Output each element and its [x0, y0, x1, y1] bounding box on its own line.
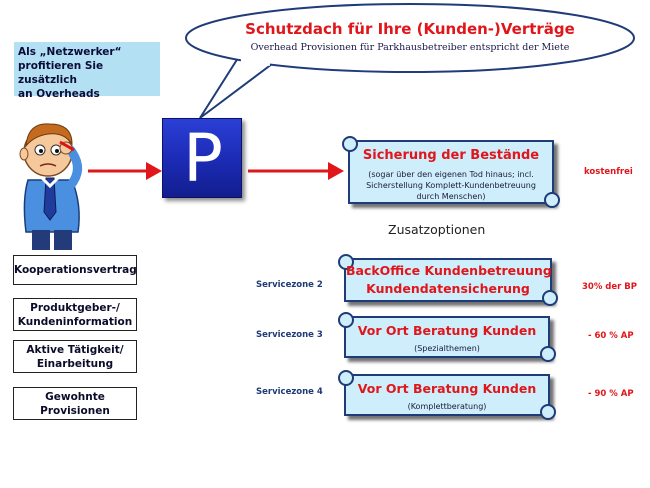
networker-callout: Als „Netzwerker“ profitieren Sie zusätzl… [14, 42, 160, 100]
businessman-illustration [19, 123, 82, 250]
box-aktive-taetigkeit: Aktive Tätigkeit/ Einarbeitung [13, 340, 137, 373]
price-option-1: 30% der BP [582, 282, 638, 292]
scroll-title: Sicherung der Bestände [362, 148, 540, 163]
box-4-line-1: Gewohnte [45, 391, 105, 403]
scroll-line-3: durch Menschen) [416, 192, 486, 201]
box-3-line-1: Aktive Tätigkeit/ [26, 344, 124, 356]
option-1-title-line-2: Kundendatensicherung [366, 281, 530, 296]
callout-line-3: an Overheads [18, 88, 100, 100]
scroll-line-2: Sicherstellung Komplett-Kundenbetreuung [366, 181, 536, 190]
box-2-line-2: Kundeninformation [17, 316, 133, 328]
option-2-sub: (Spezialthemen) [414, 344, 480, 353]
scroll-sicherung-bestaende: Sicherung der Bestände (sogar über den e… [342, 136, 560, 208]
option-2-title: Vor Ort Beratung Kunden [357, 323, 537, 338]
arrow-head-2 [328, 162, 344, 180]
parking-sign-icon: P [162, 118, 242, 198]
box-produktgeber: Produktgeber-/ Kundeninformation [13, 298, 137, 331]
box-kooperationsvertrag: Kooperationsvertrag [13, 255, 137, 285]
scroll-line-1: (sogar über den eigenen Tod hinaus; incl… [368, 170, 534, 179]
price-option-2: - 60 % AP [588, 331, 634, 341]
parking-letter: P [183, 120, 223, 197]
bubble-tail [199, 56, 275, 119]
bubble-subtitle: Overhead Provisionen für Parkhausbetreib… [250, 42, 570, 53]
servicezone-2-label: Servicezone 2 [256, 280, 323, 290]
box-3-line-2: Einarbeitung [36, 358, 114, 370]
option-1-title-line-1: BackOffice Kundenbetreuung [346, 263, 552, 278]
zusatzoptionen-heading: Zusatzoptionen [388, 222, 486, 237]
box-2-line-1: Produktgeber-/ [30, 302, 120, 314]
callout-line-1: Als „Netzwerker“ [18, 46, 122, 58]
speech-bubble [185, 3, 635, 73]
box-1-line-1: Kooperationsvertrag [14, 264, 137, 276]
scroll-backoffice: BackOffice Kundenbetreuung Kundendatensi… [338, 254, 558, 306]
option-3-title: Vor Ort Beratung Kunden [357, 381, 537, 396]
callout-line-2: profitieren Sie zusätzlich [18, 60, 104, 86]
price-main: kostenfrei [584, 167, 633, 177]
servicezone-4-label: Servicezone 4 [256, 387, 323, 397]
box-4-line-2: Provisionen [40, 405, 110, 417]
servicezone-3-label: Servicezone 3 [256, 330, 323, 340]
arrow-head-1 [146, 162, 162, 180]
price-option-3: - 90 % AP [588, 389, 634, 399]
scroll-vor-ort-komplett: Vor Ort Beratung Kunden (Komplettberatun… [338, 370, 556, 420]
bubble-title: Schutzdach für Ihre (Kunden-)Verträge [245, 20, 575, 38]
option-3-sub: (Komplettberatung) [407, 402, 487, 411]
scroll-vor-ort-spezial: Vor Ort Beratung Kunden (Spezialthemen) [338, 312, 556, 362]
box-gewohnte-provisionen: Gewohnte Provisionen [13, 387, 137, 420]
